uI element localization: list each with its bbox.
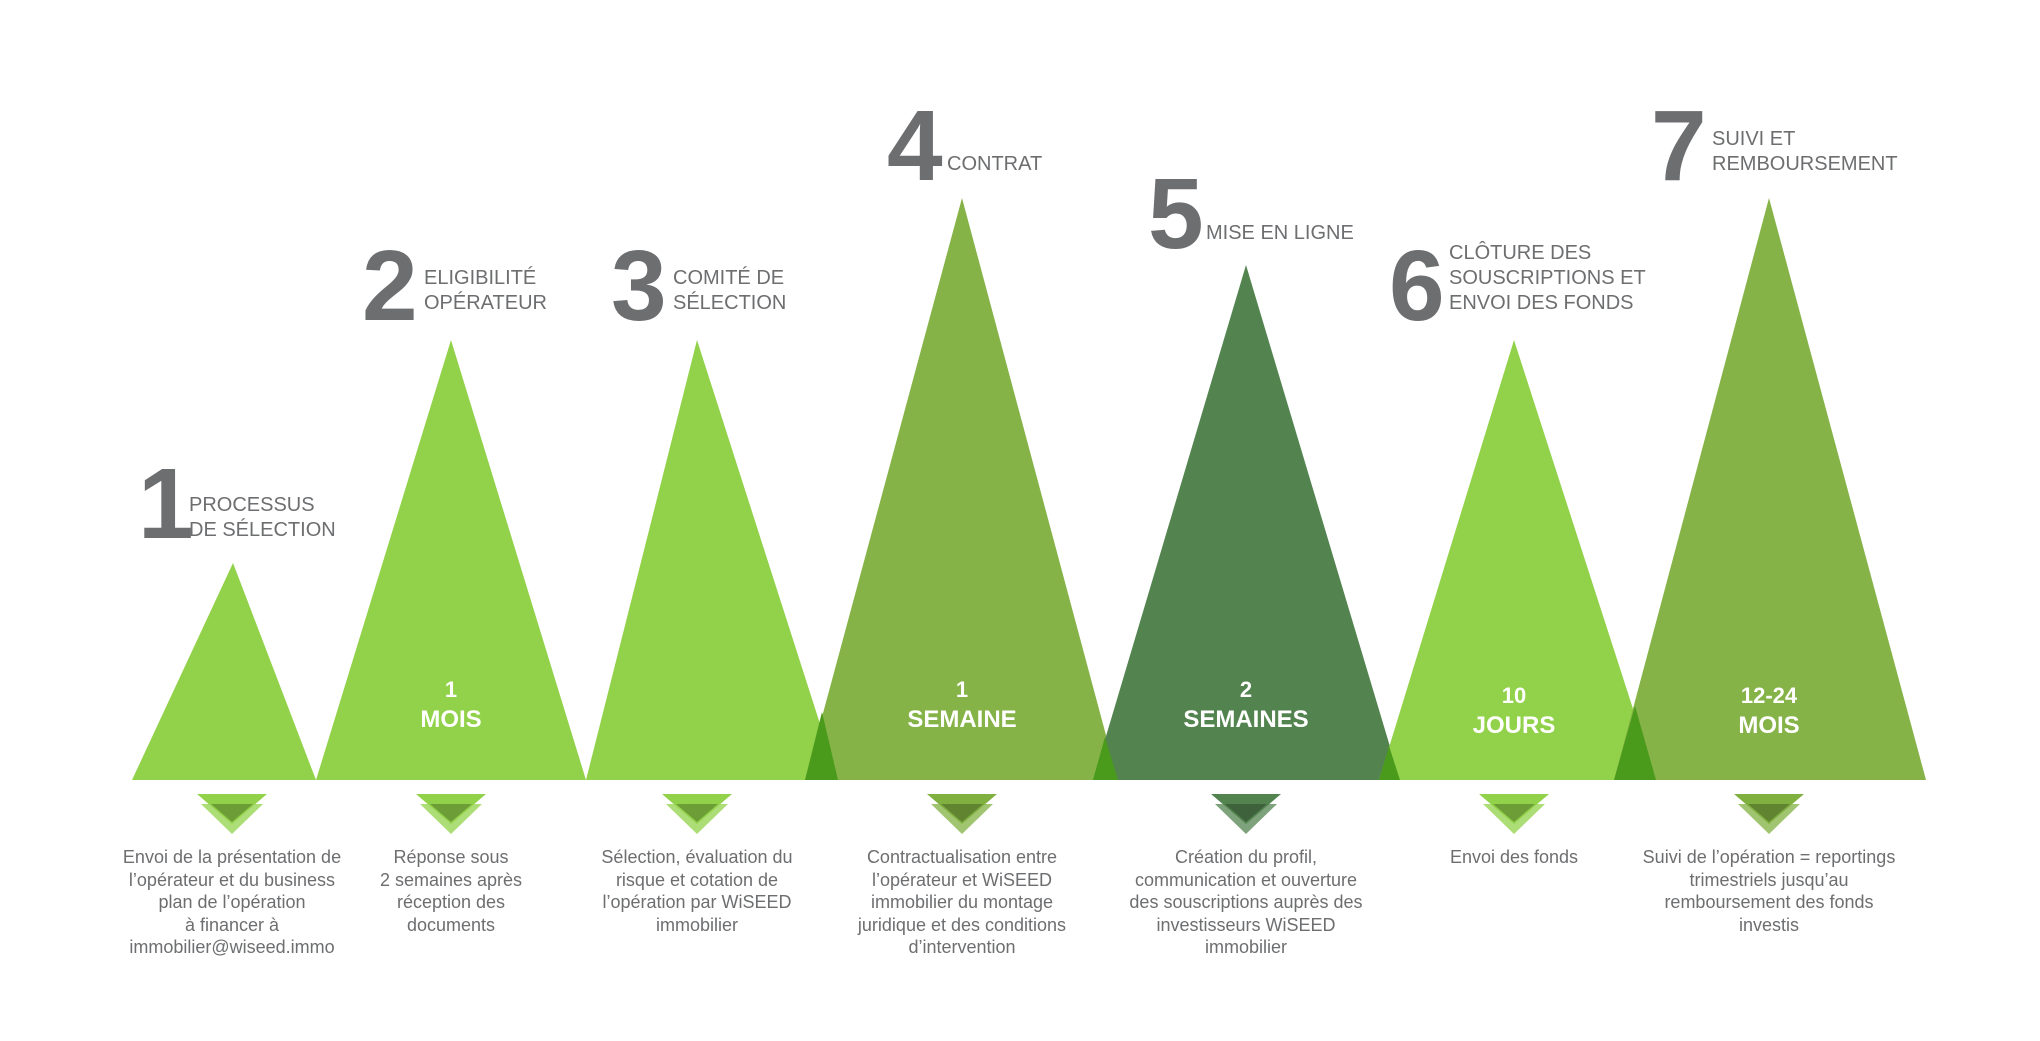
duration-unit: MOIS (420, 706, 482, 733)
chevron-down-icon (1211, 794, 1281, 834)
step-number-6: 6 (1389, 230, 1445, 342)
overlap-sliver-4 (1614, 706, 1656, 780)
duration-value: 1 (955, 677, 969, 702)
mountain-step-5 (1093, 265, 1400, 780)
step-title-7: SUIVI ET REMBOURSEMENT (1712, 128, 1898, 175)
chevron-down-icon (1479, 794, 1549, 834)
step-description-6: Envoi des fonds (1449, 847, 1579, 867)
step-number-5: 5 (1148, 158, 1204, 270)
step-number-1: 1 (138, 448, 194, 560)
chevron-down-icon (197, 794, 267, 834)
duration-value: 10 (1501, 683, 1527, 708)
step-description-7: Suivi de l’opération = reportings trimes… (1642, 847, 1896, 935)
step-description-4: Contractualisation entre l’opérateur et … (857, 847, 1067, 957)
duration-unit: SEMAINES (1183, 706, 1309, 733)
step-title-6: CLÔTURE DES SOUSCRIPTIONS ET ENVOI DES F… (1449, 242, 1646, 314)
chevron-down-icon (662, 794, 732, 834)
chevron-down-icon (416, 794, 486, 834)
step-number-2: 2 (362, 230, 418, 342)
step-description-5: Création du profil, communication et ouv… (1129, 847, 1363, 957)
mountain-step-1 (132, 563, 316, 780)
mountain-step-4 (805, 198, 1118, 780)
overlap-sliver-3 (1379, 746, 1400, 780)
duration-unit: SEMAINE (907, 706, 1017, 733)
step-description-2: Réponse sous 2 semaines après réception … (379, 847, 523, 935)
overlap-sliver-1 (805, 712, 838, 780)
chevron-down-icon (927, 794, 997, 834)
duration-unit: MOIS (1738, 712, 1800, 739)
duration-value: 2 (1239, 677, 1253, 702)
step-description-1: Envoi de la présentation de l’opérateur … (122, 847, 342, 957)
duration-value: 12-24 (1740, 683, 1798, 708)
duration-value: 1 (444, 677, 458, 702)
step-title-3: COMITÉ DE SÉLECTION (673, 267, 787, 314)
step-number-4: 4 (887, 90, 943, 202)
overlap-sliver-2 (1093, 737, 1118, 780)
step-title-5: MISE EN LIGNE (1206, 222, 1354, 244)
step-title-2: ELIGIBILITÉ OPÉRATEUR (424, 267, 547, 314)
mountain-step-2 (316, 340, 586, 780)
mountain-step-7 (1614, 198, 1926, 780)
step-number-3: 3 (611, 230, 667, 342)
mountain-step-3 (586, 340, 838, 780)
mountain-step-6 (1379, 340, 1656, 780)
step-number-7: 7 (1651, 90, 1707, 202)
duration-unit: JOURS (1472, 712, 1556, 739)
step-title-4: CONTRAT (947, 153, 1043, 175)
step-description-3: Sélection, évaluation du risque et cotat… (601, 847, 793, 935)
step-title-1: PROCESSUS DE SÉLECTION (189, 494, 336, 541)
chevron-down-icon (1734, 794, 1804, 834)
